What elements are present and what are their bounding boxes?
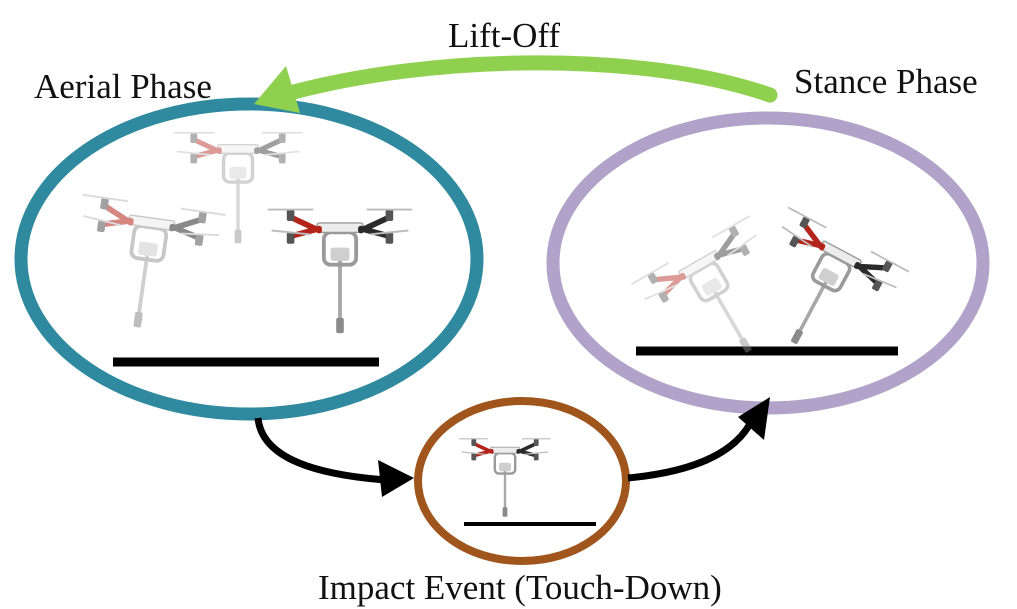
drone-aerial-top-icon (173, 133, 302, 244)
to-stance-arrow (627, 418, 756, 482)
aerial-phase-ring (14, 97, 484, 421)
drone-aerial-left-icon (66, 195, 226, 337)
touch-down-arrow (254, 417, 387, 484)
drone-impact-icon (457, 436, 553, 519)
aerial-phase-label: Aerial Phase (34, 67, 212, 106)
stance-phase-ring (546, 111, 990, 415)
to-stance-arrowhead (738, 397, 770, 440)
lift-off-label: Lift-Off (448, 16, 561, 55)
stance-phase-label: Stance Phase (794, 62, 978, 101)
lift-off-arrowhead (254, 66, 300, 113)
touch-down-arrowhead (378, 460, 414, 497)
drone-aerial-right-icon (268, 210, 412, 334)
impact-event-label: Impact Event (Touch-Down) (318, 568, 722, 607)
drone-stance-left-icon (631, 216, 808, 386)
impact-event-ring (414, 397, 630, 565)
lift-off-arrow (282, 55, 778, 103)
